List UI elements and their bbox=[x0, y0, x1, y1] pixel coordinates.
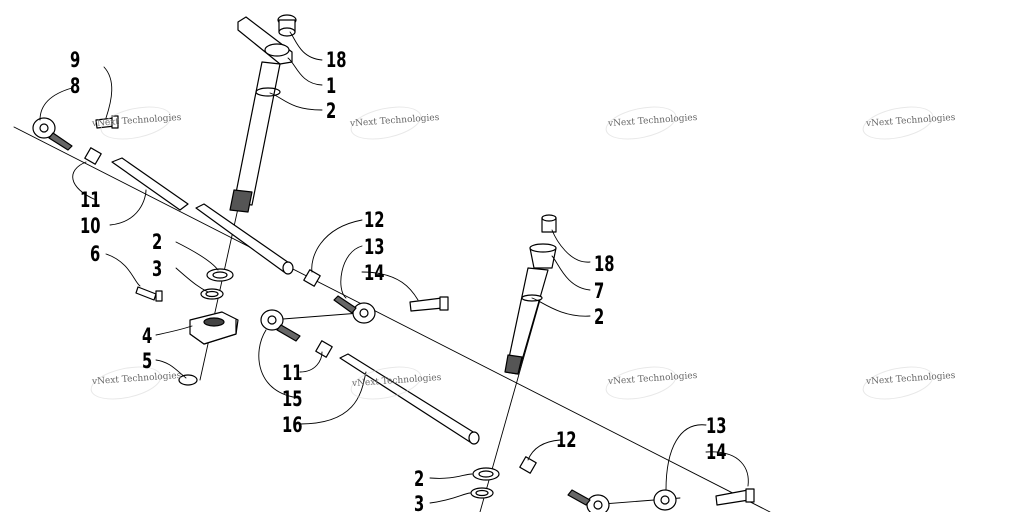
callout-16: 16 bbox=[282, 413, 303, 437]
bolts bbox=[95, 115, 755, 506]
callout-13: 13 bbox=[364, 235, 385, 259]
washers bbox=[178, 268, 500, 499]
callout-1: 1 bbox=[326, 74, 337, 98]
jam-nuts bbox=[84, 147, 537, 474]
callout-14: 14 bbox=[364, 261, 385, 285]
callout-18: 18 bbox=[326, 48, 347, 72]
callout-12: 12 bbox=[556, 428, 577, 452]
callout-2: 2 bbox=[152, 230, 163, 254]
callout-9: 9 bbox=[70, 48, 81, 72]
callout-11: 11 bbox=[282, 361, 303, 385]
callout-2: 2 bbox=[326, 99, 337, 123]
callout-4: 4 bbox=[142, 324, 153, 348]
callout-2: 2 bbox=[594, 305, 605, 329]
tie-rod-upper bbox=[111, 157, 294, 275]
callout-14: 14 bbox=[706, 440, 727, 464]
callout-6: 6 bbox=[90, 242, 101, 266]
leader-lines bbox=[39, 31, 749, 504]
callout-12: 12 bbox=[364, 208, 385, 232]
steering-arm-block bbox=[189, 311, 239, 345]
callout-2: 2 bbox=[414, 467, 425, 491]
callout-15: 15 bbox=[282, 387, 303, 411]
callout-10: 10 bbox=[80, 214, 101, 238]
callout-8: 8 bbox=[70, 74, 81, 98]
callout-3: 3 bbox=[152, 257, 163, 281]
steering-post-lower bbox=[504, 214, 557, 375]
callout-3: 3 bbox=[414, 492, 425, 512]
rod-ends bbox=[32, 117, 677, 512]
callout-13: 13 bbox=[706, 414, 727, 438]
callout-7: 7 bbox=[594, 279, 605, 303]
callout-5: 5 bbox=[142, 349, 153, 373]
steering-post-upper bbox=[229, 14, 297, 213]
callout-11: 11 bbox=[80, 188, 101, 212]
callout-18: 18 bbox=[594, 252, 615, 276]
tie-rod-lower bbox=[339, 353, 480, 445]
